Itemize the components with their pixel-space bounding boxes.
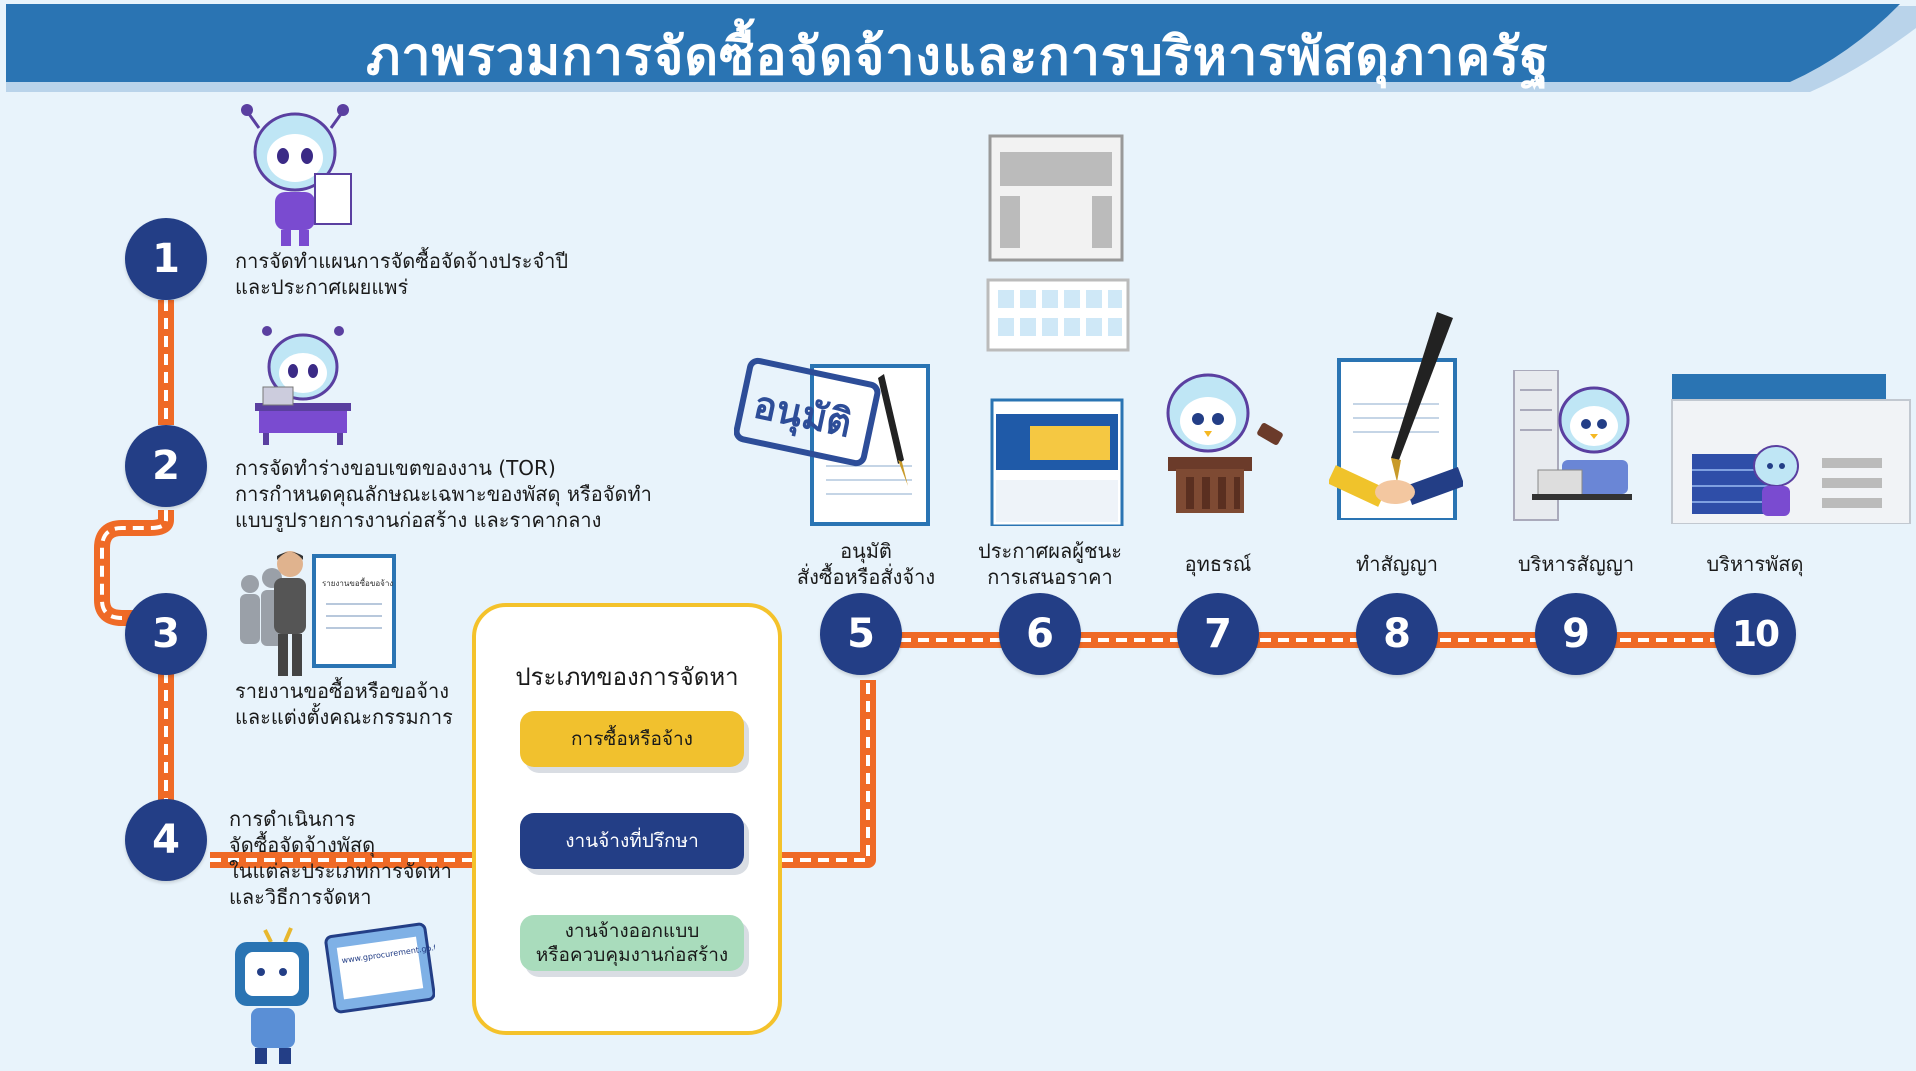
robot-desk-icon (255, 326, 351, 445)
contract-signing-icon (1329, 312, 1463, 520)
step-2-number: 2 (125, 425, 207, 507)
warehouse-icon (1671, 374, 1911, 524)
robot-computer-icon: www.gprocurement.go.th (235, 922, 435, 1064)
step-10-label: บริหารพัสดุ (1706, 552, 1804, 576)
page-title: ภาพรวมการจัดซื้อจัดจ้างและการบริหารพัสดุ… (366, 27, 1550, 87)
purchase-or-hire-pill: การซื้อหรือจ้าง (520, 711, 744, 767)
header-banner (6, 4, 1916, 92)
step-4-number: 4 (125, 799, 207, 881)
procurement-types-panel: ประเภทของการจัดหา การซื้อหรือจ้าง งานจ้า… (472, 603, 782, 1035)
robot-contract-management-icon (1513, 370, 1632, 521)
step-3-number: 3 (125, 593, 207, 675)
committee-report-icon: รายงานขอซื้อขอจ้าง (240, 551, 396, 676)
step-5-label: อนุมัติ สั่งซื้อหรือสั่งจ้าง (796, 539, 936, 589)
design-supervision-pill: งานจ้างออกแบบ หรือควบคุมงานก่อสร้าง (520, 915, 744, 971)
step-6-label: ประกาศผลผู้ชนะ การเสนอราคา (978, 539, 1122, 589)
procurement-types-title: ประเภทของการจัดหา (515, 663, 739, 691)
step-1-label: การจัดทำแผนการจัดซื้อจัดจ้างประจำปี และป… (235, 249, 569, 299)
step-9-number: 9 (1535, 593, 1617, 675)
step-6-number: 6 (999, 593, 1081, 675)
step-9-label: บริหารสัญญา (1517, 552, 1635, 576)
step-10-number: 10 (1714, 593, 1796, 675)
announcement-web-icon (986, 134, 1130, 526)
step-5-number: 5 (820, 593, 902, 675)
robot-planner-icon (241, 104, 352, 246)
step-4-label: การดำเนินการ จัดซื้อจัดจ้างพัสดุ ในแต่ละ… (229, 807, 452, 909)
consultant-hire-pill: งานจ้างที่ปรึกษา (520, 813, 744, 869)
step-1-number: 1 (125, 218, 207, 300)
step-7-number: 7 (1177, 593, 1259, 675)
robot-judge-icon (1166, 373, 1283, 513)
step-8-number: 8 (1356, 593, 1438, 675)
step-2-label: การจัดทำร่างขอบเขตของงาน (TOR) การกำหนดค… (235, 456, 652, 532)
step-8-label: ทำสัญญา (1356, 552, 1438, 576)
report-doc-title: รายงานขอซื้อขอจ้าง (322, 577, 393, 588)
approval-stamp-icon: อนุมัติ (734, 357, 930, 526)
step-3-label: รายงานขอซื้อหรือขอจ้าง และแต่งตั้งคณะกรร… (235, 679, 453, 729)
step-7-label: อุทธรณ์ (1184, 552, 1252, 576)
